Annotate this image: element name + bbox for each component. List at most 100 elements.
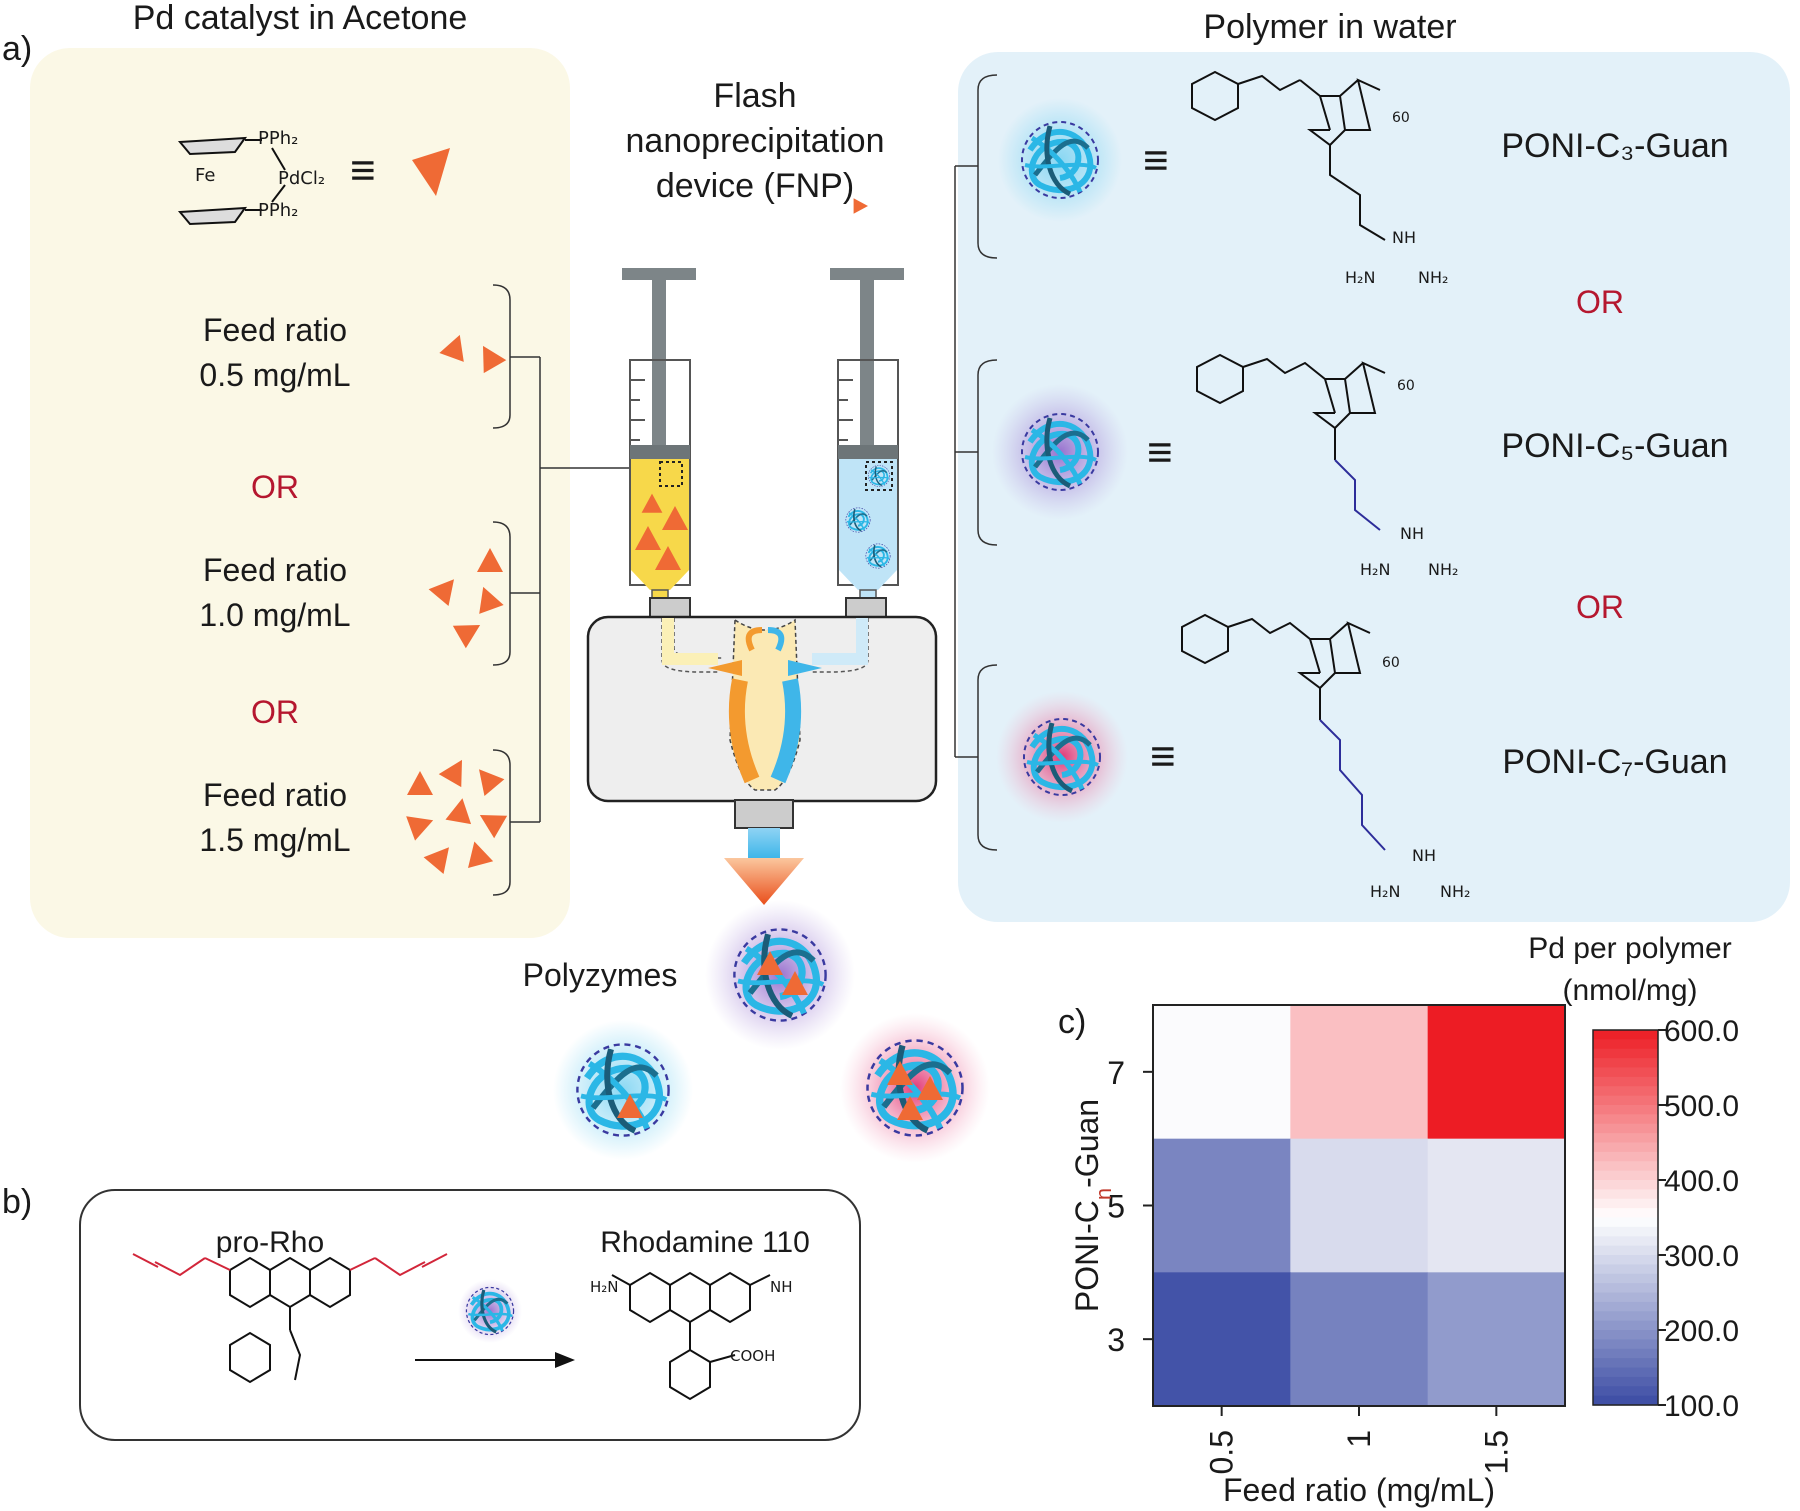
panel-label-c: c) [1058,1003,1087,1041]
colorbar-segment [1593,1058,1658,1069]
colorbar-segment [1593,1189,1658,1200]
colorbar-segment [1593,1283,1658,1294]
heatmap-cell [1153,1005,1291,1140]
catalyst-equiv-sign: ≡ [350,146,376,195]
colorbar-tick-label: 500.0 [1664,1090,1739,1123]
heatmap-cell [1290,1138,1429,1273]
colorbar-segment [1593,1226,1658,1237]
colorbar-segment [1593,1170,1658,1181]
c7-dp-label: 60 [1382,655,1400,671]
polymer-icon-c3 [998,98,1122,222]
colorbar-tick-label: 400.0 [1664,1165,1739,1198]
colorbar-segment [1593,1255,1658,1265]
heatmap-cell [1153,1272,1291,1407]
rho-nh-label: NH [770,1278,793,1296]
colorbar-segment [1593,1273,1658,1284]
fnp-title-line1: Flash [713,77,797,115]
pd-catalyst-structure [177,136,286,226]
reaction-catalyst-icon [458,1279,522,1343]
pro-rho-label: pro-Rho [215,1226,325,1259]
colorbar-segment [1593,1330,1658,1340]
colorbar-segment [1593,1142,1658,1153]
pro-rho-structure [132,1253,448,1384]
polymer-structures [1181,70,1386,851]
colorbar-segment [1593,1030,1658,1040]
colorbar-segment [1593,1292,1658,1303]
colorbar-segment [1593,1198,1658,1209]
polyzyme-1 [553,1020,693,1160]
colorbar-segment [1593,1161,1658,1172]
fnp-title-line3: device (FNP) [655,167,855,205]
colorbar-tick-label: 300.0 [1664,1240,1739,1273]
colorbar-segment [1593,1348,1658,1359]
heatmap-cell [1427,1272,1566,1407]
feed-ratio-label-2: Feed ratio 1.0 mg/mL [199,552,351,633]
polyzymes-label: Polyzymes [522,957,678,993]
polymer-brackets [954,74,998,851]
c7-nh-label: NH [1412,846,1436,865]
colorbar-segment [1593,1208,1658,1219]
colorbar-title: Pd per polymer (nmol/mg) [1528,932,1732,1007]
y-tick-label: 7 [1107,1055,1125,1091]
c3-h2n-label: H₂N [1345,268,1376,287]
colorbar-frame [1592,1029,1659,1406]
c5-h2n-label: H₂N [1360,560,1391,579]
panel-label-a: a) [2,30,33,68]
colorbar-segment [1593,1048,1658,1059]
colorbar-segment [1593,1339,1658,1350]
y-tick-label: 3 [1107,1322,1125,1358]
colorbar-segment [1593,1367,1658,1378]
panel-label-b: b) [2,1183,33,1221]
fnp-device-title: Flash nanoprecipitation device (FNP) [580,74,930,209]
colorbar-segment [1593,1320,1658,1331]
colorbar-segment [1593,1236,1658,1247]
structure-c3 [1191,70,1386,241]
x-tick-label: 1.5 [1478,1430,1514,1474]
reaction-box [79,1189,861,1441]
c5-nh-label: NH [1400,524,1424,543]
catalyst-panel-title: Pd catalyst in Acetone [132,0,468,37]
colorbar-segment [1593,1180,1658,1190]
feed-ratio-label-3: Feed ratio 1.5 mg/mL [199,777,351,858]
heatmap-cell [1427,1138,1566,1273]
x-tick-label: 1 [1341,1430,1377,1448]
c3-nh-label: NH [1392,228,1416,247]
c3-nh2-label: NH₂ [1418,268,1449,287]
c5-dp-label: 60 [1397,378,1415,394]
fnp-title-line2: nanoprecipitation [625,122,885,160]
polyzyme-2 [705,900,855,1050]
colorbar-segment [1593,1086,1658,1097]
colorbar-segment [1593,1133,1658,1144]
or-label-1: OR [251,469,299,505]
colorbar-segment [1593,1311,1658,1322]
c3-dp-label: 60 [1392,110,1410,126]
colorbar-segment [1593,1264,1658,1275]
colorbar-segment [1593,1123,1658,1134]
mixing-chamber [586,597,938,905]
polymer-name-c5: PONI-C₅-Guan [1501,427,1729,465]
polymer-panel-title: Polymer in water [1203,8,1457,46]
c7-h2n-label: H₂N [1370,882,1401,901]
rho-cooh-label: COOH [730,1347,776,1365]
polymer-name-c3: PONI-C₃-Guan [1501,127,1729,165]
pph2-top-label: PPh₂ [258,128,299,149]
or-label-2: OR [251,694,299,730]
c5-nh2-label: NH₂ [1428,560,1459,579]
colorbar-tick-label: 600.0 [1664,1015,1739,1048]
equiv-sign-c7: ≡ [1150,732,1176,781]
or-label-3: OR [1576,284,1624,320]
or-label-4: OR [1576,589,1624,625]
colorbar-segment [1593,1301,1658,1312]
feed-ratio-label-1: Feed ratio 0.5 mg/mL [199,312,351,393]
heatmap-cell [1427,1005,1566,1140]
colorbar-segment [1593,1151,1658,1162]
colorbar-segment [1593,1386,1658,1397]
equiv-sign-c5: ≡ [1147,428,1173,477]
rho-h2n-label: H₂N [590,1278,619,1296]
rhodamine-label: Rhodamine 110 [600,1226,810,1259]
colorbar-segment [1593,1105,1658,1115]
colorbar-segment [1593,1067,1658,1078]
colorbar-segment [1593,1245,1658,1256]
pdcl2-label: PdCl₂ [278,168,326,189]
